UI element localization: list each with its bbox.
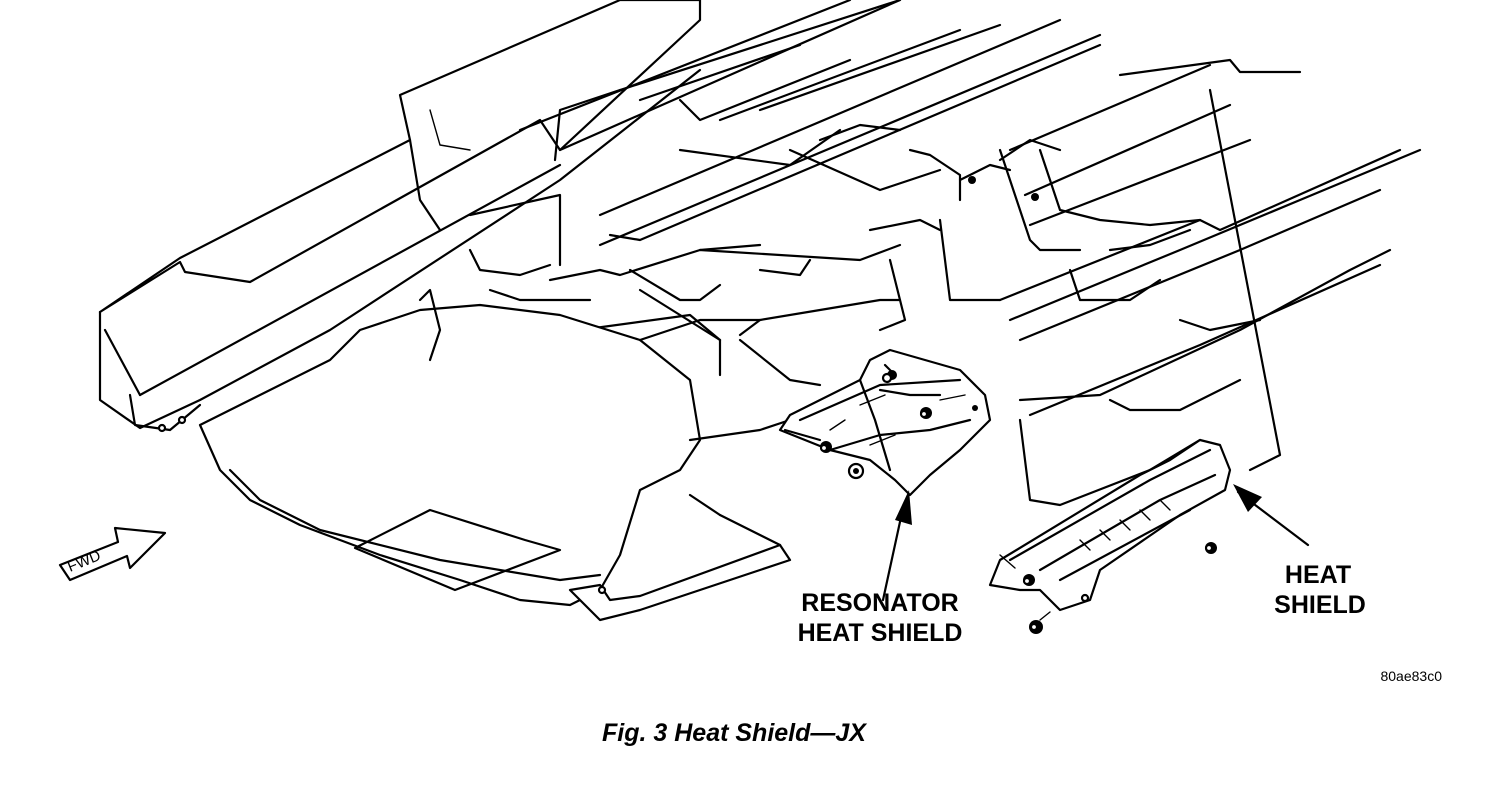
fwd-arrow: FWD — [58, 526, 167, 582]
resonator-label-line2: HEAT SHIELD — [798, 619, 963, 647]
arrow-icon — [881, 484, 1310, 602]
resonator-heat-shield — [778, 348, 992, 497]
image-code: 80ae83c0 — [1380, 668, 1442, 684]
rear-crossmember — [568, 493, 792, 622]
fastener-icon — [157, 176, 1217, 634]
floor-pan-rails — [518, 0, 1252, 247]
spare-tire-well — [198, 288, 792, 607]
left-side-rail — [98, 0, 702, 432]
right-side-rail — [938, 58, 1422, 507]
heat-shield-label-line1: HEAT — [1285, 561, 1351, 589]
cross-members — [468, 123, 962, 387]
figure-caption: Fig. 3 Heat Shield—JX — [602, 719, 867, 747]
resonator-label-line1: RESONATOR — [801, 589, 958, 617]
rear-heat-shield — [988, 438, 1232, 612]
heat-shield-label-line2: SHIELD — [1274, 591, 1366, 619]
